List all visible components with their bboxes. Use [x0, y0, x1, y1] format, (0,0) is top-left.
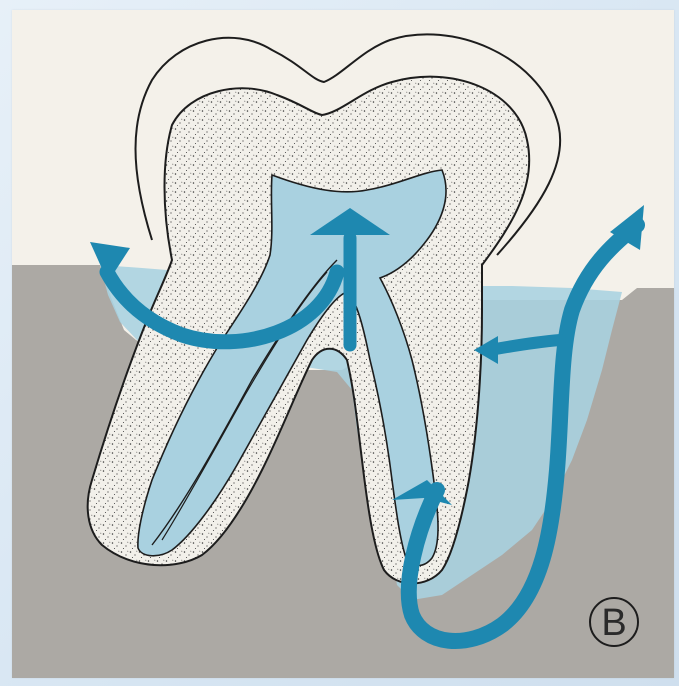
tooth-diagram: B: [12, 10, 674, 678]
tooth-illustration: B: [12, 10, 674, 678]
panel-label: B: [601, 602, 626, 644]
